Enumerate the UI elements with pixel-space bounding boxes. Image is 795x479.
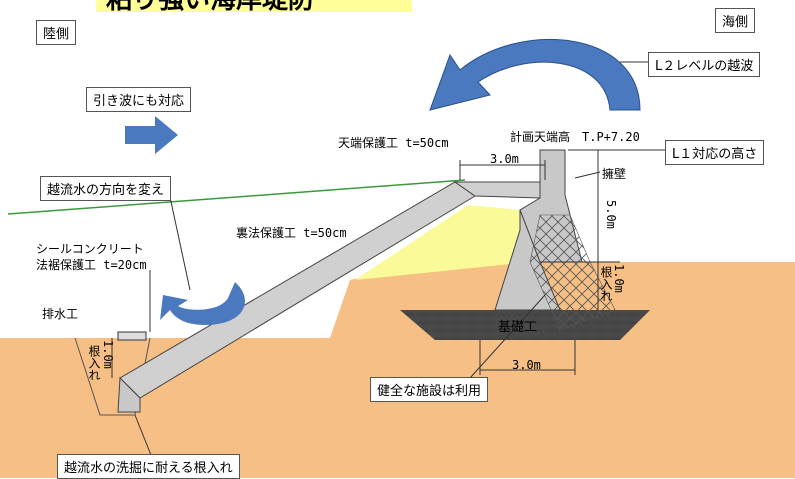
vortex-arrow [160, 282, 245, 325]
planned-crest-label: 計画天端高 T.P+7.20 [510, 130, 640, 144]
embed-left-depth: 1.0m [101, 340, 115, 369]
hatched-area [529, 214, 616, 331]
embankment-fill [355, 205, 530, 280]
foundation-label: 基礎工 [498, 320, 538, 335]
toe-protection-label: 法裾保護工 t=20cm [36, 258, 147, 272]
crest-width-label: 3.0m [490, 152, 519, 166]
change-flow-label: 越流水の方向を変え [40, 176, 172, 201]
seal-concrete-label: シールコンクリート [36, 242, 144, 256]
l1-height-label: L１対応の高さ [665, 140, 765, 165]
overtopping-arrow [429, 38, 641, 111]
parapet-label: 擁壁 [602, 167, 627, 181]
height-5m-label: 5.0m [604, 200, 618, 229]
backwash-arrow [125, 116, 178, 154]
ground-layer [0, 262, 795, 478]
embed-left-label: 根入れ [87, 345, 101, 381]
sea-side-label: 海側 [715, 8, 756, 33]
embed-right-depth: 1.0m [612, 264, 626, 293]
drainage-label: 排水工 [42, 307, 79, 321]
embed-right-label: 根入れ [599, 266, 613, 302]
scour-resist-label: 越流水の洗掘に耐える根入れ [57, 454, 240, 479]
foundation-width-label: 3.0m [512, 358, 541, 372]
l2-overtopping-label: L２レベルの越波 [648, 52, 761, 77]
land-side-label: 陸側 [36, 20, 77, 45]
reuse-sound-label: 健全な施設は利用 [370, 377, 489, 402]
page-title: 粘り強い海岸堤防 [96, 0, 412, 12]
backwash-label: 引き波にも対応 [86, 87, 192, 112]
crest-protection-label: 天端保護工 t=50cm [338, 136, 449, 150]
back-slope-label: 裏法保護工 t=50cm [236, 226, 347, 240]
old-slope-line [7, 179, 466, 215]
